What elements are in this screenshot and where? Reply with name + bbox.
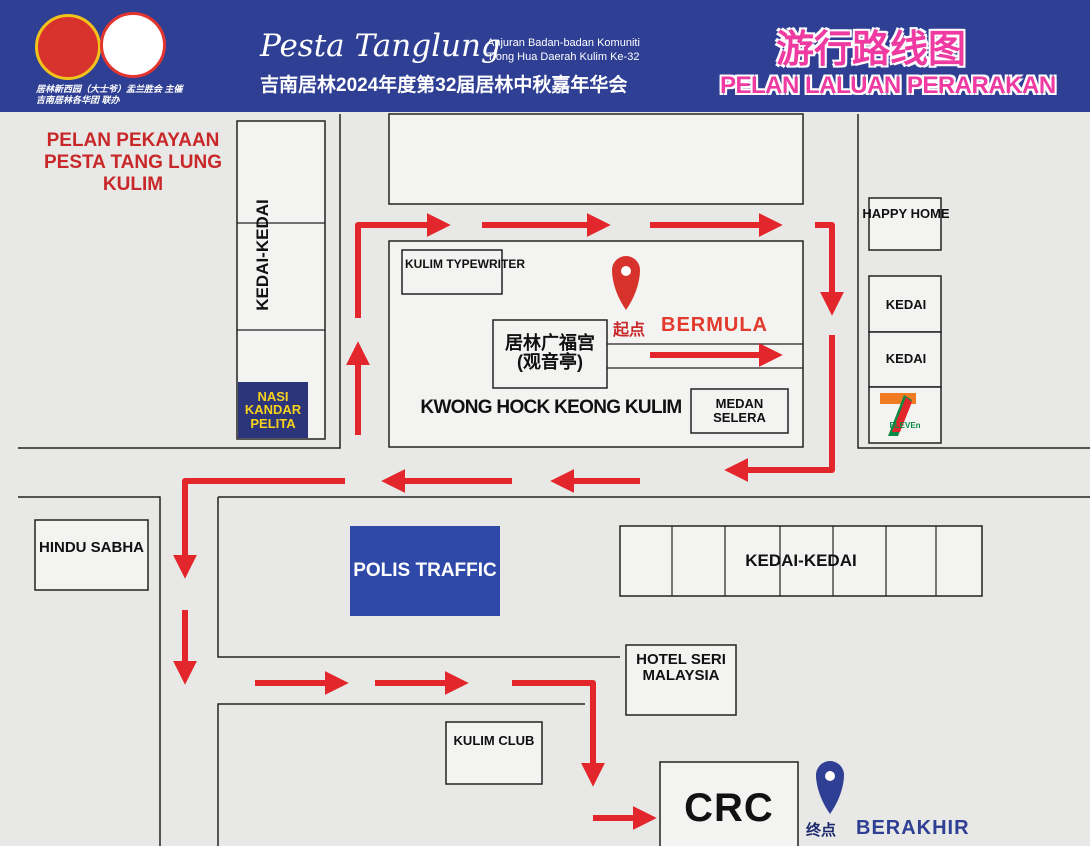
map-title: PELAN PEKAYAAN PESTA TANG LUNG KULIM — [43, 130, 223, 195]
label-temple-chinese: 居林广福宫 (观音亭) — [494, 334, 606, 372]
label-temple-line-1: 居林广福宫 — [505, 333, 595, 353]
label-kedai-2: KEDAI — [885, 351, 927, 366]
block-medan-selera — [690, 388, 789, 434]
map-border-line — [18, 114, 341, 449]
seven-eleven-logo: ELEVEn — [880, 393, 921, 436]
event-subtitle-line-2: Tiong Hua Daerah Kulim Ke-32 — [487, 51, 640, 63]
organisers-line-2: 吉南居林各华团 联办 — [36, 95, 120, 105]
block-kedai-kedai-row — [619, 525, 983, 597]
start-pin-icon — [612, 256, 640, 310]
organiser-logo-right — [100, 12, 166, 78]
event-subtitle-line-1: Anjuran Badan-badan Komuniti — [487, 37, 640, 49]
start-label-malay: BERMULA — [661, 314, 768, 336]
block-hindu-sabha — [34, 519, 149, 591]
start-label-chinese: 起点 — [613, 322, 646, 339]
label-hotel-seri-malaysia: HOTEL SERI MALAYSIA — [636, 651, 726, 684]
route-arrow — [355, 213, 451, 318]
event-script-title: Pesta Tanglung — [260, 28, 501, 64]
label-crc: CRC — [684, 786, 774, 830]
block-kedai-1 — [868, 275, 942, 333]
end-pin-icon — [816, 761, 844, 814]
label-medan-selera: MEDAN SELERA — [713, 396, 766, 425]
map-border-line — [18, 496, 161, 846]
end-label-malay: BERAKHIR — [856, 817, 970, 839]
label-polis-traffic: POLIS TRAFFIC — [350, 526, 500, 616]
map-border-line — [217, 497, 620, 658]
label-kedai-kedai-vertical: KEDAI-KEDAI — [253, 199, 273, 311]
end-label-chinese: 终点 — [806, 822, 837, 839]
label-nasi-kandar-pelita: NASI KANDAR PELITA — [238, 382, 308, 438]
route-arrow — [173, 478, 345, 579]
label-kwong-hock-keong: KWONG HOCK KEONG KULIM — [420, 397, 682, 418]
block-happy-home — [868, 197, 942, 251]
block-crc — [659, 761, 799, 846]
block-kulim-club — [445, 721, 543, 785]
label-kedai-1: KEDAI — [885, 297, 927, 312]
route-arrow — [512, 680, 605, 787]
procession-route — [173, 213, 844, 830]
label-kedai-kedai-row: KEDAI-KEDAI — [745, 551, 857, 570]
route-title-chinese: 游行路线图 — [776, 29, 967, 71]
route-arrow — [724, 335, 835, 482]
label-happy-home: HAPPY HOME — [862, 206, 950, 221]
block-kedai-2 — [868, 331, 942, 388]
block-hotel — [625, 644, 737, 716]
block-kulim-typewriter — [401, 249, 503, 295]
route-title-malay: PELAN LALUAN PERARAKAN — [720, 72, 1056, 99]
route-arrow — [815, 222, 844, 316]
event-chinese-title: 吉南居林2024年度第32届居林中秋嘉年华会 — [260, 75, 628, 96]
block-temple — [492, 319, 608, 389]
label-kulim-typewriter: KULIM TYPEWRITER — [405, 257, 525, 271]
label-temple-line-2: (观音亭) — [517, 351, 583, 372]
label-kulim-club: KULIM CLUB — [453, 733, 535, 748]
label-hindu-sabha: HINDU SABHA — [39, 539, 144, 556]
map-border-line — [217, 703, 585, 846]
organiser-logo-left — [35, 14, 101, 80]
block-north — [388, 113, 804, 205]
seven-eleven-text: ELEVEn — [889, 421, 920, 430]
map-border-line — [857, 114, 1090, 449]
organisers-line-1: 居林新西园（大士爷）盂兰胜会 主催 — [36, 84, 183, 94]
header-banner — [0, 0, 1090, 112]
